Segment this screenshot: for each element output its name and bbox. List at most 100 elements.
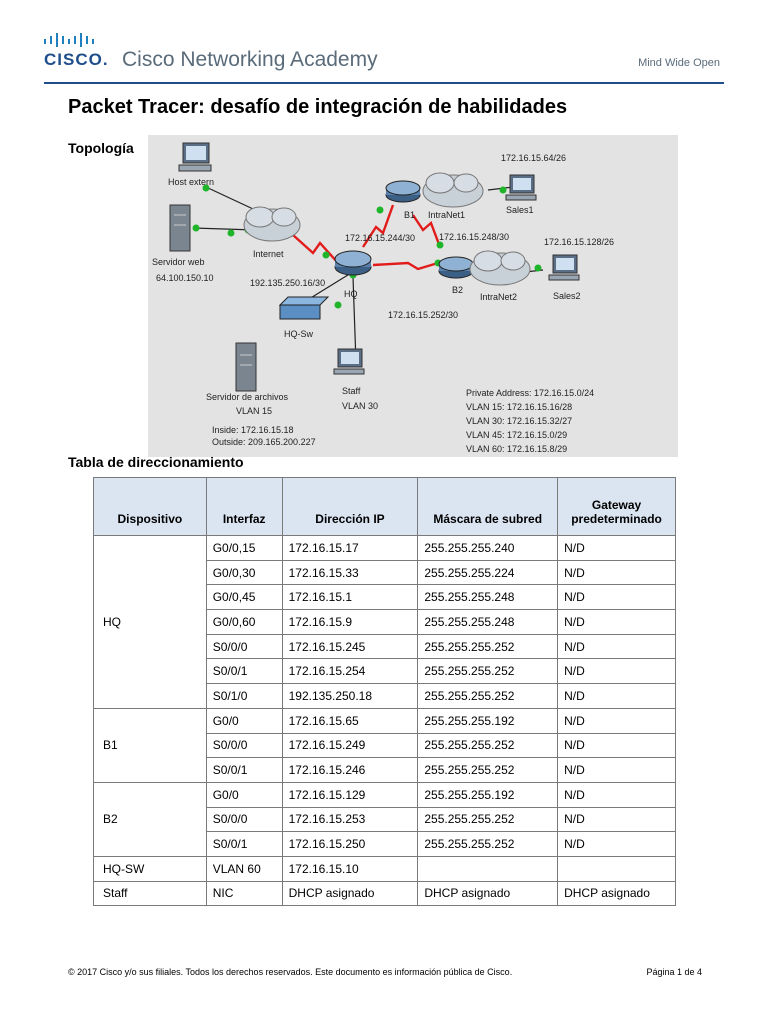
- svg-text:Host extern: Host extern: [168, 177, 214, 187]
- table-cell: 255.255.255.252: [417, 732, 559, 759]
- table-cell: S0/0/1: [205, 658, 283, 685]
- table-cell: 255.255.255.224: [417, 559, 559, 586]
- table-cell: 255.255.255.252: [417, 683, 559, 709]
- svg-text:Outside: 209.165.200.227: Outside: 209.165.200.227: [212, 437, 316, 447]
- table-cell: S0/0/0: [205, 732, 283, 759]
- svg-text:HQ-Sw: HQ-Sw: [284, 329, 314, 339]
- column-header: Dispositivo: [93, 477, 207, 536]
- table-cell: NIC: [205, 880, 283, 907]
- table-cell: G0/0,45: [205, 584, 283, 611]
- table-cell: 192.135.250.18: [281, 683, 419, 709]
- table-cell: N/D: [557, 609, 676, 635]
- table-cell: S0/0/0: [205, 806, 283, 833]
- table-cell: 172.16.15.253: [281, 806, 419, 833]
- topology-diagram: Host extern Servidor web 64.100.150.10 I…: [148, 135, 678, 457]
- table-cell: N/D: [557, 732, 676, 759]
- device-cell: HQ-SW: [93, 855, 207, 882]
- table-cell: 255.255.255.248: [417, 584, 559, 611]
- svg-text:Sales2: Sales2: [553, 291, 581, 301]
- sales2-pc-icon: [548, 254, 580, 281]
- cisco-logo-bars-icon: [44, 33, 94, 47]
- device-cell: B2: [93, 781, 207, 857]
- svg-text:172.16.15.128/26: 172.16.15.128/26: [544, 237, 614, 247]
- table-cell: 255.255.255.252: [417, 633, 559, 660]
- b2-router-icon: [438, 256, 474, 279]
- cisco-logo: CISCO.: [44, 50, 109, 69]
- svg-text:VLAN 30: 172.16.15.32/27: VLAN 30: 172.16.15.32/27: [466, 416, 572, 426]
- hq-router-icon: [334, 250, 372, 276]
- intranet1-cloud-icon: [422, 172, 484, 208]
- table-cell: 172.16.15.9: [281, 609, 419, 635]
- svg-text:172.16.15.248/30: 172.16.15.248/30: [439, 232, 509, 242]
- svg-text:192.135.250.16/30: 192.135.250.16/30: [250, 278, 325, 288]
- footer-page-number: Página 1 de 4: [646, 967, 702, 977]
- page-header: CISCO. Cisco Networking Academy Mind Wid…: [0, 0, 768, 80]
- table-heading: Tabla de direccionamiento: [68, 454, 244, 470]
- table-cell: S0/0/1: [205, 757, 283, 783]
- table-cell: DHCP asignado: [557, 880, 676, 907]
- table-cell: 255.255.255.248: [417, 609, 559, 635]
- header-divider: [44, 82, 724, 84]
- table-cell: 255.255.255.252: [417, 831, 559, 857]
- table-cell: S0/1/0: [205, 683, 283, 709]
- svg-text:Sales1: Sales1: [506, 205, 534, 215]
- table-cell: 172.16.15.250: [281, 831, 419, 857]
- table-cell: N/D: [557, 806, 676, 833]
- table-cell: 172.16.15.245: [281, 633, 419, 660]
- svg-text:172.16.15.252/30: 172.16.15.252/30: [388, 310, 458, 320]
- table-cell: 172.16.15.254: [281, 658, 419, 685]
- table-cell: G0/0,15: [205, 535, 283, 561]
- table-cell: G0/0: [205, 707, 283, 734]
- svg-text:VLAN 30: VLAN 30: [342, 401, 378, 411]
- device-cell: Staff: [93, 880, 207, 907]
- academy-title: Cisco Networking Academy: [122, 48, 378, 71]
- svg-text:Inside: 172.16.15.18: Inside: 172.16.15.18: [212, 425, 294, 435]
- table-cell: 172.16.15.17: [281, 535, 419, 561]
- table-cell: 255.255.255.252: [417, 757, 559, 783]
- table-cell: G0/0: [205, 781, 283, 808]
- svg-text:172.16.15.64/26: 172.16.15.64/26: [501, 153, 566, 163]
- column-header: Gateway predeterminado: [557, 477, 676, 536]
- table-cell: 255.255.255.192: [417, 707, 559, 734]
- device-cell: B1: [93, 707, 207, 783]
- hq-switch-icon: [278, 296, 330, 320]
- table-cell: S0/0/1: [205, 831, 283, 857]
- table-cell: DHCP asignado: [281, 880, 419, 907]
- svg-text:Internet: Internet: [253, 249, 284, 259]
- table-cell: 172.16.15.129: [281, 781, 419, 808]
- table-cell: 172.16.15.246: [281, 757, 419, 783]
- table-cell: VLAN 60: [205, 855, 283, 882]
- svg-text:VLAN 60: 172.16.15.8/29: VLAN 60: 172.16.15.8/29: [466, 444, 567, 454]
- table-cell: N/D: [557, 535, 676, 561]
- table-cell: G0/0,60: [205, 609, 283, 635]
- svg-text:HQ: HQ: [344, 289, 358, 299]
- host-external-icon: [178, 142, 212, 172]
- svg-text:IntraNet2: IntraNet2: [480, 292, 517, 302]
- table-cell: N/D: [557, 831, 676, 857]
- table-cell: N/D: [557, 584, 676, 611]
- table-cell: 172.16.15.10: [281, 855, 419, 882]
- table-cell: 255.255.255.252: [417, 658, 559, 685]
- svg-text:VLAN 15: VLAN 15: [236, 406, 272, 416]
- table-cell: N/D: [557, 683, 676, 709]
- svg-text:Servidor de archivos: Servidor de archivos: [206, 392, 289, 402]
- svg-text:VLAN 45: 172.16.15.0/29: VLAN 45: 172.16.15.0/29: [466, 430, 567, 440]
- svg-text:64.100.150.10: 64.100.150.10: [156, 273, 214, 283]
- table-cell: N/D: [557, 757, 676, 783]
- svg-text:B1: B1: [404, 210, 415, 220]
- svg-text:VLAN 15: 172.16.15.16/28: VLAN 15: 172.16.15.16/28: [466, 402, 572, 412]
- page-title: Packet Tracer: desafío de integración de…: [68, 96, 568, 118]
- table-cell: N/D: [557, 707, 676, 734]
- addressing-table: Dispositivo Interfaz Dirección IP Máscar…: [93, 477, 676, 907]
- b1-router-icon: [385, 180, 421, 203]
